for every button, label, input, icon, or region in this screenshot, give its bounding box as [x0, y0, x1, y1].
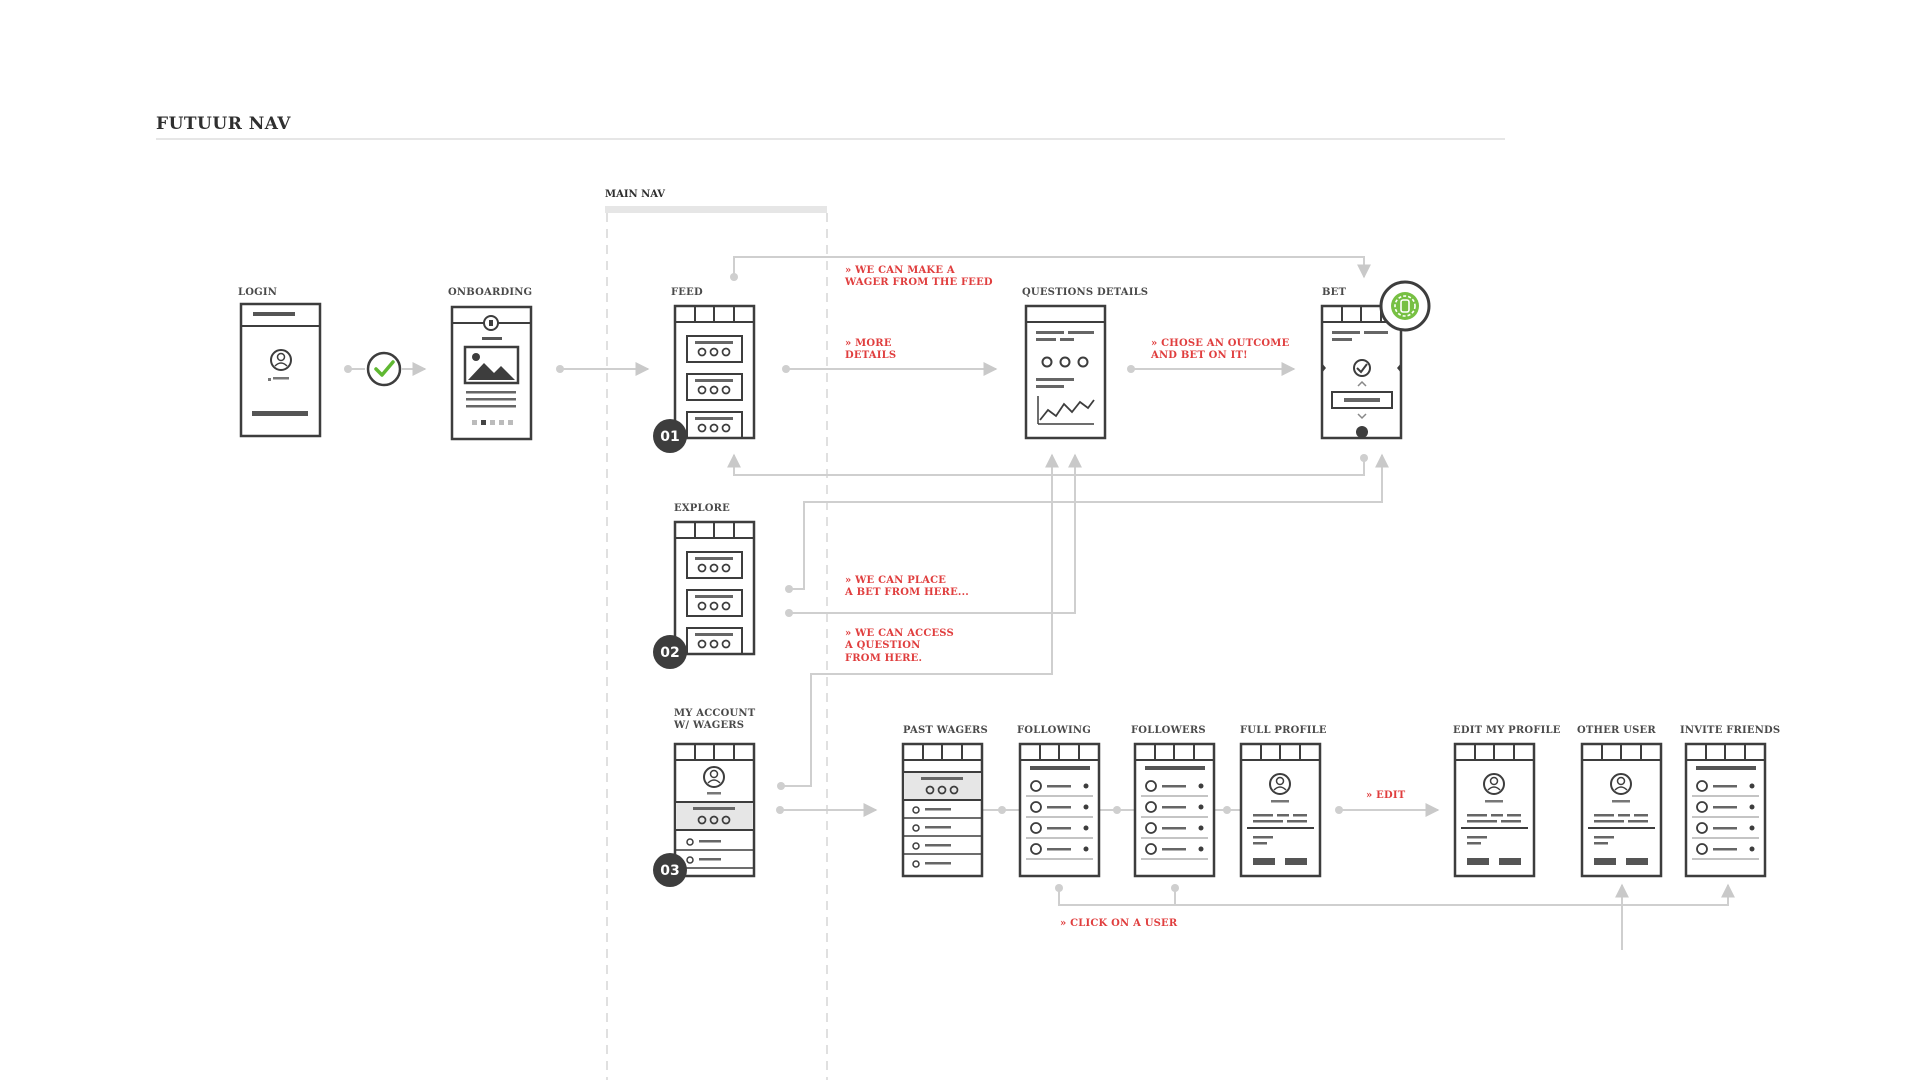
note-edit: » EDIT	[1366, 790, 1406, 801]
badge-explore: 02	[653, 635, 687, 669]
edit-my-profile-screen	[1453, 742, 1536, 878]
screen-label-other-user: OTHER USER	[1577, 725, 1656, 736]
onboarding-screen	[450, 305, 533, 441]
note-more-details-2: DETAILS	[845, 350, 896, 361]
main-nav-band: MAIN NAV	[605, 189, 828, 1080]
badge-my-account-number: 03	[660, 863, 679, 879]
screen-label-my-account: MY ACCOUNT	[674, 708, 756, 719]
badge-feed-number: 01	[660, 429, 679, 445]
note-chose-outcome: » CHOSE AN OUTCOME	[1151, 338, 1290, 349]
screen-label-questions-details: QUESTIONS DETAILS	[1022, 287, 1148, 298]
followers-screen	[1133, 742, 1216, 878]
note-access-question-2: A QUESTION	[844, 640, 921, 651]
connectors	[348, 256, 1735, 950]
screen-label-edit-my-profile: EDIT MY PROFILE	[1453, 725, 1561, 736]
past-wagers-screen	[901, 742, 984, 878]
login-screen	[239, 302, 322, 438]
screen-label-onboarding: ONBOARDING	[448, 287, 532, 298]
bet-screen	[1320, 304, 1403, 440]
note-wager-from-feed: » WE CAN MAKE A	[845, 265, 955, 276]
screen-label-invite-friends: INVITE FRIENDS	[1680, 725, 1780, 736]
user-avatar-icon	[1610, 773, 1632, 795]
page-title: FUTUUR NAV	[156, 114, 291, 134]
user-avatar-icon	[1269, 773, 1291, 795]
badge-feed: 01	[653, 419, 687, 453]
chevron-down-icon	[1357, 413, 1367, 420]
screen-label-bet: BET	[1322, 287, 1346, 298]
invite-friends-screen	[1684, 742, 1767, 878]
note-place-bet-2: A BET FROM HERE...	[844, 587, 969, 598]
screen-label-login: LOGIN	[238, 287, 277, 298]
badge-my-account: 03	[653, 853, 687, 887]
coin-icon	[1379, 280, 1431, 332]
my-account-screen	[673, 742, 756, 878]
full-profile-screen	[1239, 742, 1322, 878]
questions-details-screen	[1024, 304, 1107, 440]
feed-screen	[673, 304, 756, 440]
main-nav-label: MAIN NAV	[605, 189, 665, 200]
image-icon	[463, 345, 520, 385]
following-screen	[1018, 742, 1101, 878]
check-icon	[1353, 359, 1371, 377]
note-access-question-3: FROM HERE.	[845, 653, 922, 664]
explore-screen	[673, 520, 756, 656]
screen-label-followers: FOLLOWERS	[1131, 725, 1206, 736]
screen-label-explore: EXPLORE	[674, 503, 730, 514]
connector-dots	[344, 273, 1368, 892]
note-access-question: » WE CAN ACCESS	[845, 628, 954, 639]
other-user-screen	[1580, 742, 1663, 878]
screen-label-my-account-sub: W/ WAGERS	[673, 720, 744, 731]
note-more-details: » MORE	[845, 338, 892, 349]
screen-label-past-wagers: PAST WAGERS	[903, 725, 988, 736]
note-place-bet: » WE CAN PLACE	[845, 575, 946, 586]
user-avatar-icon	[1483, 773, 1505, 795]
note-wager-from-feed-2: WAGER FROM THE FEED	[844, 277, 993, 288]
screen-label-full-profile: FULL PROFILE	[1240, 725, 1327, 736]
badge-explore-number: 02	[660, 645, 679, 661]
chevron-up-icon	[1357, 380, 1367, 387]
user-avatar-icon	[703, 766, 725, 788]
user-avatar-icon	[270, 349, 292, 371]
screen-label-feed: FEED	[671, 287, 703, 298]
line-chart-icon	[1037, 396, 1095, 425]
note-click-on-user: » CLICK ON A USER	[1060, 918, 1178, 929]
note-chose-outcome-2: AND BET ON IT!	[1150, 350, 1248, 361]
screen-label-following: FOLLOWING	[1017, 725, 1091, 736]
check-circle-icon	[366, 351, 402, 387]
